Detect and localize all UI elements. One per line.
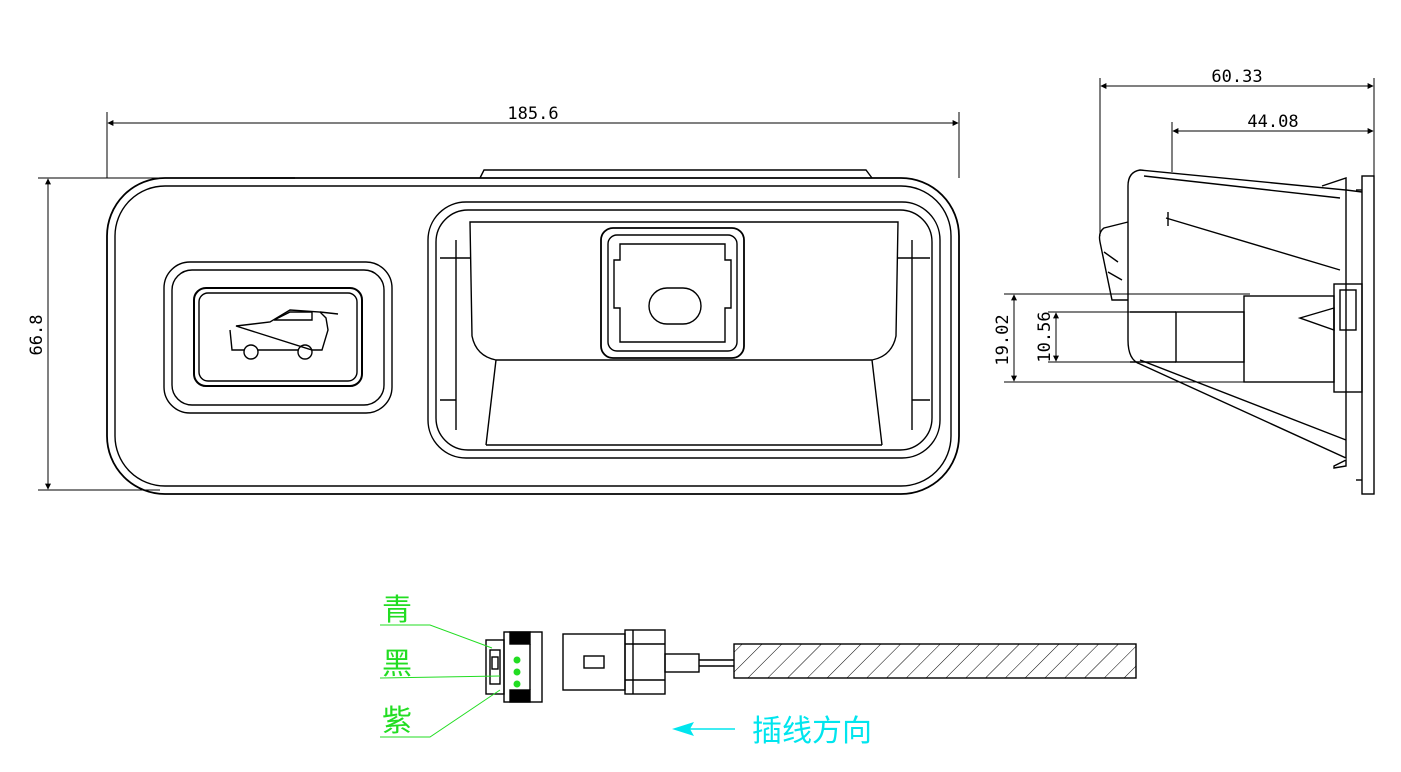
height-dimension-label: 66.8 [27,315,47,356]
wire-label-black: 黑 [382,647,412,682]
side-view [1098,169,1375,495]
pin-1 [513,656,521,664]
connector-outer-label: 19.02 [993,314,1013,365]
handle-pocket [427,201,941,459]
front-view [106,169,960,495]
wire-leaders [379,624,501,738]
tailgate-button[interactable] [163,261,393,414]
depth-total-label: 60.33 [1211,67,1262,87]
insert-direction-label: 插线方向 [752,714,872,749]
connector-plug [562,629,1137,695]
connector-socket [485,631,543,703]
pin-2 [513,668,521,676]
camera-module [600,227,745,359]
depth-body-label: 44.08 [1247,112,1298,132]
insert-direction-arrow [672,722,735,736]
car-tailgate-icon [229,309,339,360]
connector-inner-label: 10.56 [1035,311,1055,362]
wire-label-purple: 紫 [382,704,412,739]
front-dimensions [38,112,960,491]
cable [733,643,1137,679]
wire-label-cyan: 青 [382,593,412,628]
width-dimension-label: 185.6 [507,104,558,124]
side-dimensions [1004,78,1375,383]
pin-3 [513,680,521,688]
